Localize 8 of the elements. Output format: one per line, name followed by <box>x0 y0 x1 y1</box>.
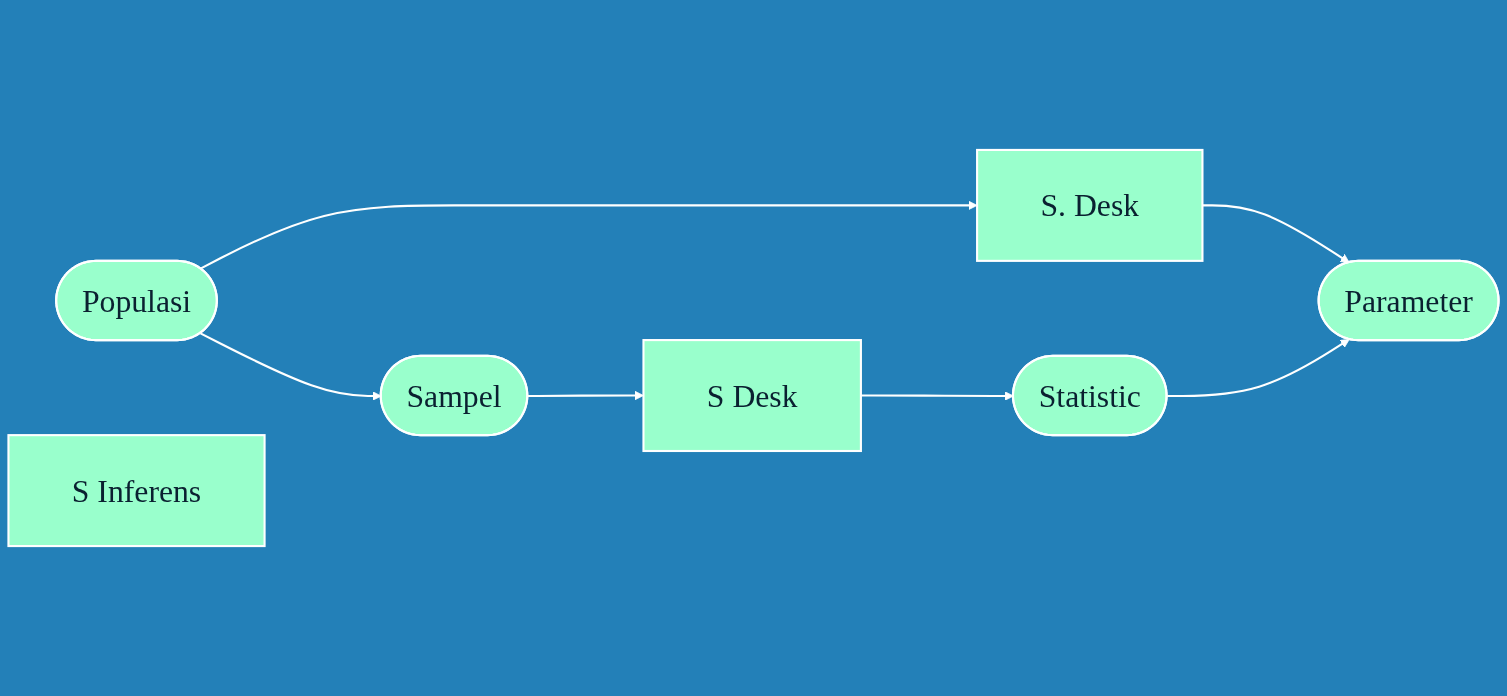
arrow <box>527 390 644 401</box>
arrow <box>860 391 1014 401</box>
node-box: S. Desk <box>976 148 1204 262</box>
arrow <box>200 200 978 270</box>
arrow <box>1202 204 1350 263</box>
arrow <box>1167 339 1350 398</box>
node-box: S Desk <box>642 339 862 453</box>
node-box: S Inferens <box>7 434 266 548</box>
